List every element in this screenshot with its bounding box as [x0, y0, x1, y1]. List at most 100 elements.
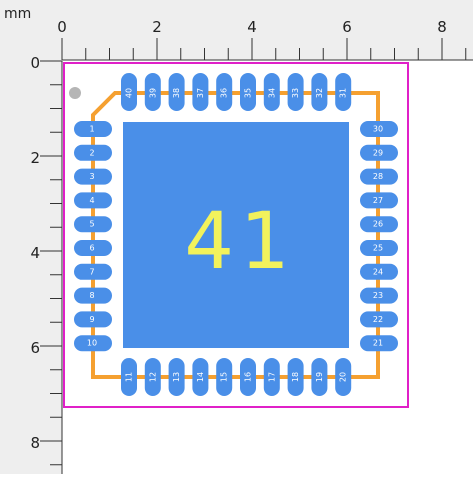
pad-33[interactable] [287, 73, 304, 111]
pad-number-4: 4 [89, 196, 94, 205]
pad-number-11: 11 [125, 372, 134, 382]
pad-number-19: 19 [315, 372, 324, 382]
pad-39[interactable] [144, 73, 161, 111]
pad-27[interactable] [360, 192, 398, 209]
pad-3[interactable] [74, 168, 112, 185]
x-label-2: 2 [152, 18, 162, 36]
top-ruler [0, 0, 473, 60]
pad-6[interactable] [74, 240, 112, 256]
pad-37[interactable] [192, 73, 209, 111]
pad-35[interactable] [240, 73, 256, 111]
pads-left-row: 1 2 3 4 5 6 7 8 9 10 [74, 121, 112, 352]
pad-8[interactable] [74, 287, 112, 304]
pad-number-16: 16 [244, 372, 253, 382]
y-label-8: 8 [30, 434, 40, 452]
top-ruler-ticks [61, 38, 473, 61]
left-ruler-ticks [40, 60, 63, 474]
pad-10[interactable] [74, 335, 112, 352]
x-label-6: 6 [342, 18, 352, 36]
pad-16[interactable] [240, 358, 256, 396]
pad-number-7: 7 [89, 267, 94, 276]
pad-number-3: 3 [89, 172, 94, 181]
pad-number-29: 29 [373, 148, 383, 157]
pad-34[interactable] [263, 73, 280, 111]
pad-17[interactable] [263, 358, 280, 396]
pad-22[interactable] [360, 311, 398, 328]
pin1-marker-dot [69, 87, 81, 99]
pad-number-39: 39 [148, 88, 157, 98]
pad-number-37: 37 [196, 88, 205, 98]
pad-number-21: 21 [373, 339, 383, 348]
pad-13[interactable] [168, 358, 185, 396]
pad-21[interactable] [360, 335, 398, 352]
pad-20[interactable] [335, 358, 352, 396]
pad-26[interactable] [360, 216, 398, 233]
pad-12[interactable] [144, 358, 161, 396]
x-label-0: 0 [57, 18, 67, 36]
courtyard-outline [63, 62, 409, 408]
pad-number-22: 22 [373, 315, 383, 324]
pad-40[interactable] [121, 73, 137, 111]
pad-31[interactable] [335, 73, 352, 111]
pad-7[interactable] [74, 263, 112, 280]
pad-24[interactable] [360, 263, 398, 280]
y-label-2: 2 [30, 149, 40, 167]
pad-number-12: 12 [148, 372, 157, 382]
pad-number-5: 5 [89, 220, 94, 229]
pad-number-35: 35 [244, 88, 253, 98]
pad-14[interactable] [192, 358, 209, 396]
y-label-6: 6 [30, 339, 40, 357]
pad-29[interactable] [360, 144, 398, 161]
pad-number-1: 1 [89, 125, 94, 134]
pad-32[interactable] [311, 73, 328, 111]
pad-number-25: 25 [373, 244, 383, 253]
pad-36[interactable] [216, 73, 233, 111]
unit-label: mm [4, 6, 31, 22]
pad-18[interactable] [287, 358, 304, 396]
pad-number-36: 36 [220, 88, 229, 98]
pad-number-18: 18 [291, 372, 300, 382]
pad-15[interactable] [216, 358, 233, 396]
exposed-pad[interactable] [123, 122, 349, 348]
pad-number-17: 17 [267, 372, 276, 382]
left-ruler [0, 0, 62, 474]
pad-38[interactable] [168, 73, 185, 111]
pad-number-10: 10 [87, 339, 97, 348]
pad-number-23: 23 [373, 291, 383, 300]
pad-number-28: 28 [373, 172, 383, 181]
silkscreen-outline [91, 91, 380, 379]
pad-11[interactable] [121, 358, 137, 396]
pad-number-6: 6 [89, 244, 94, 253]
pad-28[interactable] [360, 168, 398, 185]
y-label-4: 4 [30, 244, 40, 262]
pad-number-32: 32 [315, 88, 324, 98]
pad-number-20: 20 [339, 372, 348, 382]
pad-30[interactable] [360, 121, 398, 137]
pad-number-15: 15 [220, 372, 229, 382]
pad-number-38: 38 [172, 88, 181, 98]
pad-number-24: 24 [373, 267, 383, 276]
pad-1[interactable] [74, 121, 112, 137]
x-label-4: 4 [247, 18, 257, 36]
x-label-8: 8 [437, 18, 447, 36]
pad-23[interactable] [360, 287, 398, 304]
pad-number-13: 13 [172, 372, 181, 382]
pad-number-8: 8 [89, 291, 94, 300]
pad-25[interactable] [360, 240, 398, 256]
pad-2[interactable] [74, 144, 112, 161]
pad-number-9: 9 [89, 315, 94, 324]
pad-9[interactable] [74, 311, 112, 328]
pad-number-40: 40 [125, 88, 134, 98]
pad-5[interactable] [74, 216, 112, 233]
pad-number-33: 33 [291, 88, 300, 98]
pad-4[interactable] [74, 192, 112, 209]
pad-19[interactable] [311, 358, 328, 396]
exposed-pad-number: 41 [184, 197, 295, 287]
pad-number-2: 2 [89, 148, 94, 157]
y-label-0: 0 [30, 54, 40, 72]
